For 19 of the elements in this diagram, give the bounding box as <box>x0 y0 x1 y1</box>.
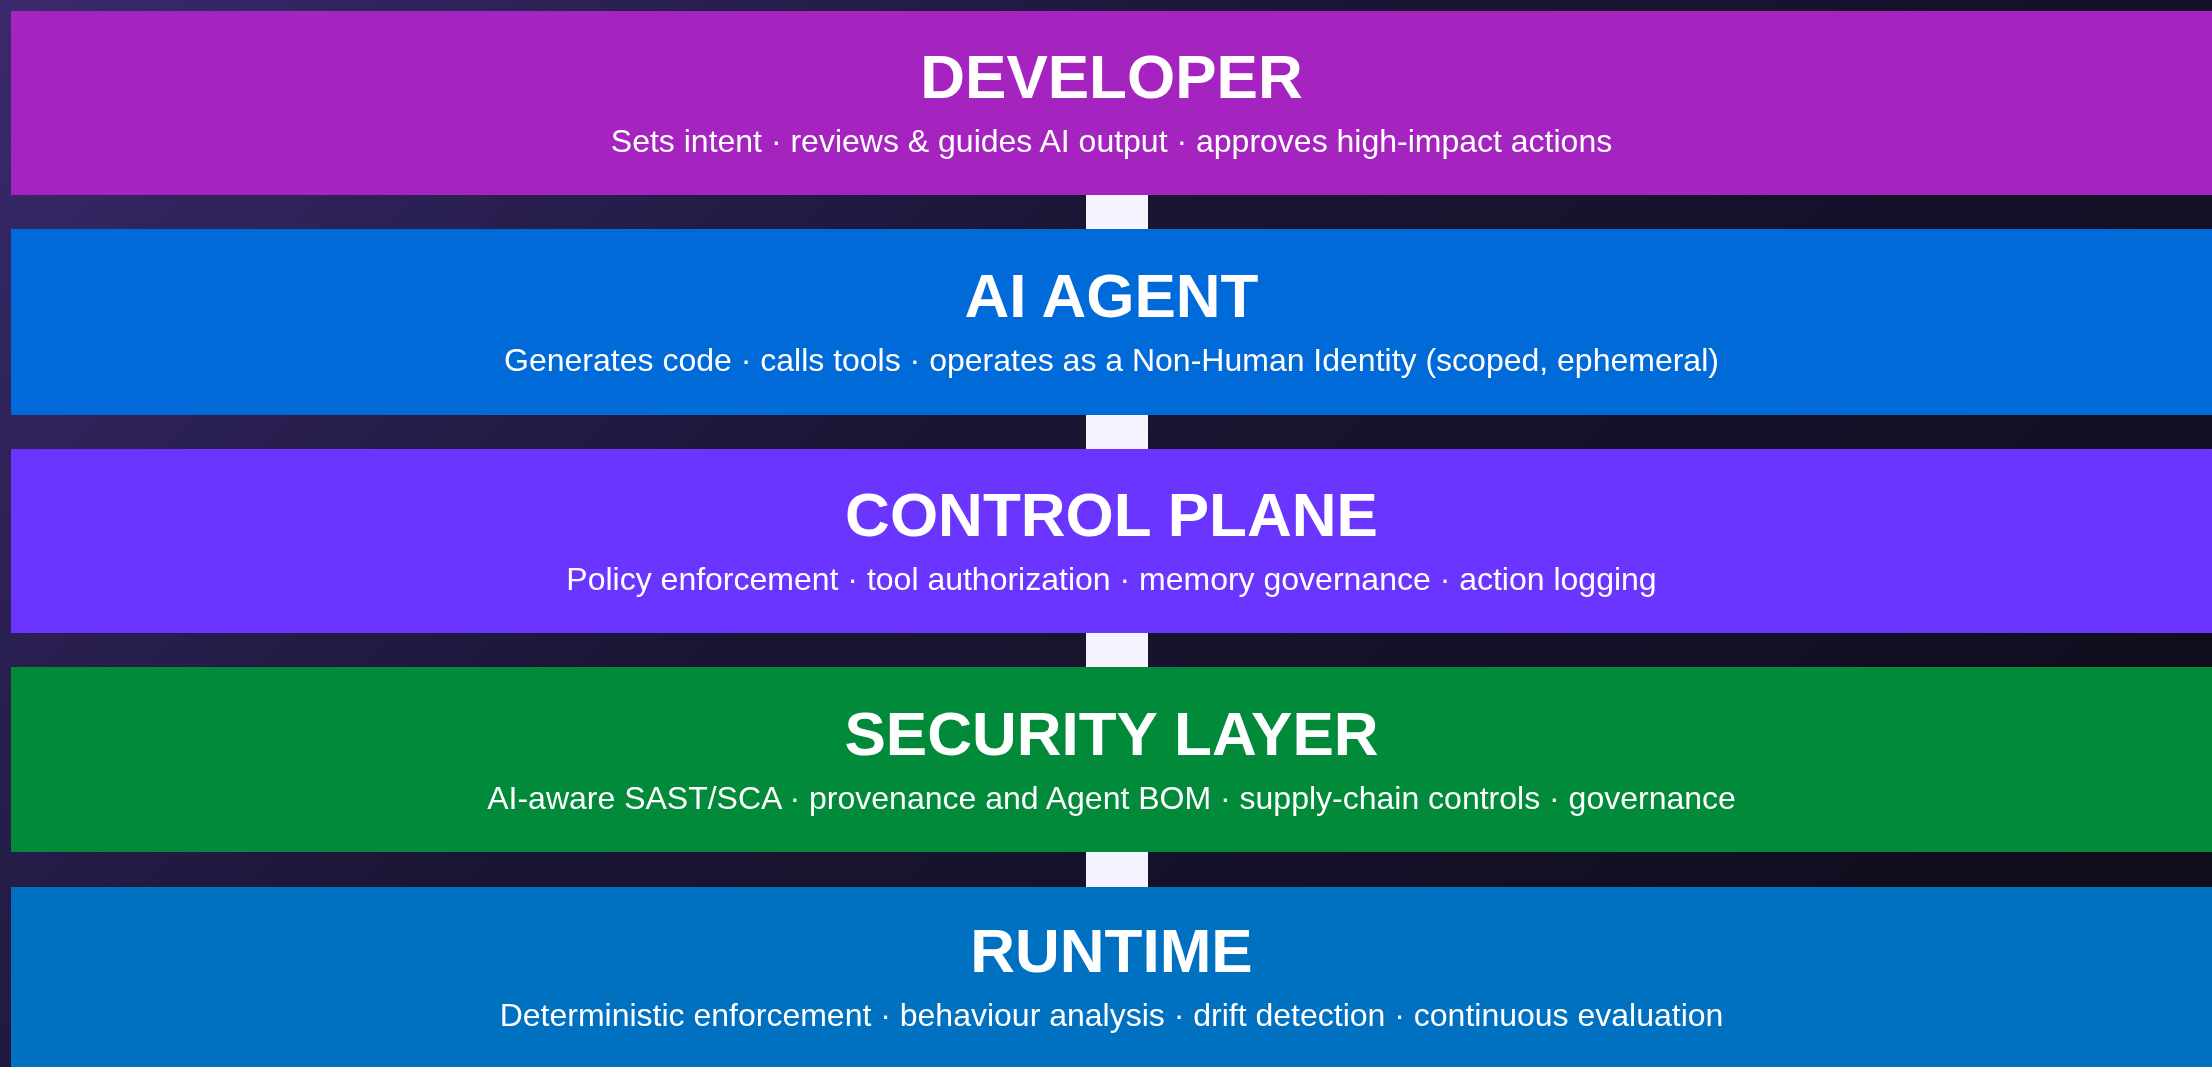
layer-title: CONTROL PLANE <box>845 481 1378 550</box>
layer-band <box>11 667 2212 852</box>
layer-description: Policy enforcement · tool authorization · memory governance · action logging <box>566 560 1657 600</box>
connector-bar <box>1086 195 1148 229</box>
layer-title: AI AGENT <box>964 262 1259 331</box>
layer-description: AI-aware SAST/SCA · provenance and Agent BOM · supply-chain controls · governance <box>487 778 1736 818</box>
layer-description: Deterministic enforcement · behaviour analysis · drift detection · continuous evaluation <box>499 996 1724 1036</box>
connector-bar <box>1086 415 1148 449</box>
layer-band <box>11 449 2212 633</box>
layer-title: RUNTIME <box>970 917 1253 986</box>
layer-band <box>11 229 2212 415</box>
connector-bar <box>1086 633 1148 667</box>
layer-title: DEVELOPER <box>920 43 1303 112</box>
connector-bar <box>1086 852 1148 887</box>
layer-band <box>11 11 2212 195</box>
layer-description: Sets intent · reviews & guides AI output · approves high-impact actions <box>610 122 1613 162</box>
layer-description: Generates code · calls tools · operates as a Non-Human Identity (scoped, ephemeral) <box>504 341 1719 381</box>
layer-band <box>11 887 2212 1067</box>
layer-title: SECURITY LAYER <box>844 699 1379 768</box>
